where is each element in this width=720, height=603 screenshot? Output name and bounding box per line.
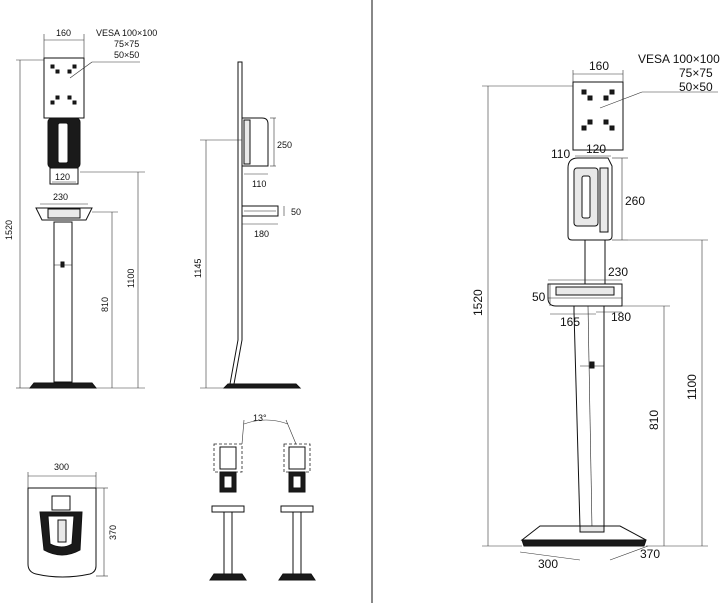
label-160-large: 160 bbox=[589, 59, 609, 73]
label-260-large: 260 bbox=[625, 194, 645, 208]
label-1100-front: 1100 bbox=[126, 269, 136, 288]
label-300-large: 300 bbox=[538, 557, 558, 571]
label-50-large: 50 bbox=[532, 290, 546, 304]
label-165-large: 165 bbox=[560, 315, 580, 329]
label-810-front: 810 bbox=[100, 297, 110, 312]
label-vesa-75-front: 75×75 bbox=[114, 39, 139, 49]
label-370-large: 370 bbox=[640, 547, 660, 561]
label-120-large: 120 bbox=[586, 142, 606, 156]
label-vesa-100-front: VESA 100×100 bbox=[96, 28, 157, 38]
label-160-front: 160 bbox=[56, 28, 71, 38]
label-180-large: 180 bbox=[611, 310, 631, 324]
large-view bbox=[482, 70, 718, 561]
label-110-side: 110 bbox=[252, 179, 266, 189]
tilt-view-labels: 13° bbox=[253, 413, 267, 423]
label-vesa-50-front: 50×50 bbox=[114, 50, 139, 60]
front-view bbox=[16, 34, 145, 389]
label-300-base: 300 bbox=[54, 462, 69, 472]
large-view-labels: 160 VESA 100×100 75×75 50×50 110 120 260… bbox=[471, 52, 720, 571]
side-view bbox=[200, 61, 302, 389]
label-50-side: 50 bbox=[291, 207, 301, 217]
label-370-base: 370 bbox=[108, 525, 118, 540]
label-230-large: 230 bbox=[608, 265, 628, 279]
label-810-large: 810 bbox=[647, 410, 661, 430]
label-1100-large: 1100 bbox=[685, 374, 699, 400]
side-view-labels: 250 110 50 180 1145 bbox=[193, 140, 301, 278]
label-vesa-75-large: 75×75 bbox=[679, 66, 713, 80]
label-120-front: 120 bbox=[55, 172, 70, 182]
label-vesa-50-large: 50×50 bbox=[679, 80, 713, 94]
label-250-side: 250 bbox=[277, 140, 292, 150]
label-vesa-100-large: VESA 100×100 bbox=[638, 52, 720, 66]
label-1520-large: 1520 bbox=[471, 289, 485, 316]
label-1145-side: 1145 bbox=[193, 259, 203, 278]
label-1520-front: 1520 bbox=[4, 220, 14, 240]
tilt-view bbox=[209, 419, 316, 581]
label-230-front: 230 bbox=[53, 192, 68, 202]
label-13-degree: 13° bbox=[253, 413, 267, 423]
front-view-labels: 160 VESA 100×100 75×75 50×50 120 230 152… bbox=[4, 28, 157, 312]
base-view bbox=[27, 472, 108, 578]
label-110-large: 110 bbox=[551, 147, 570, 161]
base-view-labels: 300 370 bbox=[54, 462, 118, 540]
label-180-side: 180 bbox=[254, 229, 269, 239]
